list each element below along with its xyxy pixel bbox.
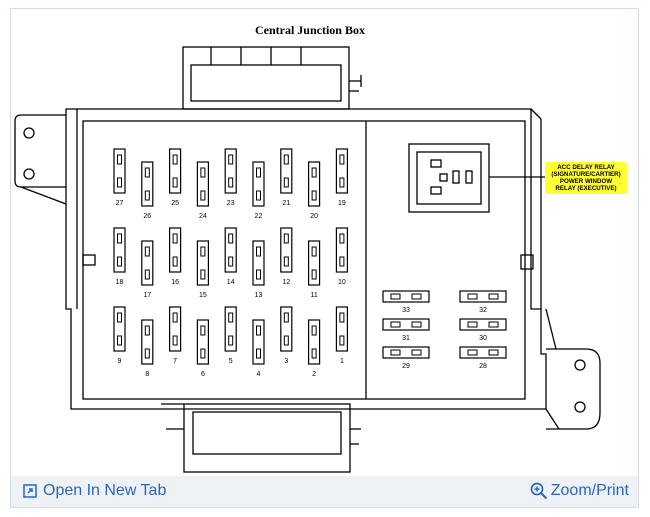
fuse-label: 20 bbox=[310, 213, 318, 220]
zoom-print-label: Zoom/Print bbox=[550, 482, 629, 499]
maxi-fuse-label: 32 bbox=[479, 307, 487, 314]
central-junction-box-diagram: 2726252423222120191817161514131211109876… bbox=[14, 23, 627, 473]
fuse-17: 17 bbox=[141, 240, 154, 299]
fuse-label: 19 bbox=[338, 200, 346, 207]
open-in-new-tab-icon bbox=[23, 484, 37, 498]
fuse-label: 16 bbox=[171, 279, 179, 286]
fuse-3: 3 bbox=[280, 306, 293, 365]
fuse-label: 24 bbox=[199, 213, 207, 220]
fuse-label: 14 bbox=[227, 279, 235, 286]
maxi-fuse-label: 28 bbox=[479, 363, 487, 370]
relay-callout-line-2: (SIGNATURE/CARTIER) bbox=[551, 171, 620, 178]
fuse-15: 15 bbox=[196, 240, 209, 299]
maxi-fuse-33: 33 bbox=[382, 290, 430, 314]
maxi-fuse-29: 29 bbox=[382, 346, 430, 370]
image-toolbar: Open In New Tab Zoom/Print bbox=[11, 476, 638, 507]
fuse-label: 6 bbox=[201, 371, 205, 378]
fuse-22: 22 bbox=[252, 161, 265, 220]
fuse-label: 21 bbox=[282, 200, 290, 207]
image-frame bbox=[10, 8, 639, 508]
relay-callout-highlight bbox=[545, 162, 627, 194]
magnifier-plus-icon bbox=[530, 482, 548, 500]
fuse-label: 17 bbox=[143, 292, 151, 299]
fuse-label: 1 bbox=[340, 358, 344, 365]
fuse-label: 12 bbox=[282, 279, 290, 286]
fuse-9: 9 bbox=[113, 306, 126, 365]
fuse-label: 13 bbox=[255, 292, 263, 299]
fuse-18: 18 bbox=[113, 227, 126, 286]
fuse-1: 1 bbox=[335, 306, 348, 365]
open-in-new-tab-link[interactable]: Open In New Tab bbox=[23, 480, 166, 502]
fuse-label: 26 bbox=[143, 213, 151, 220]
fuse-10: 10 bbox=[335, 227, 348, 286]
fuse-14: 14 bbox=[224, 227, 237, 286]
fuse-24: 24 bbox=[196, 161, 209, 220]
fuse-label: 4 bbox=[257, 371, 261, 378]
fuse-label: 10 bbox=[338, 279, 346, 286]
fuse-label: 11 bbox=[310, 292, 317, 299]
fuse-6: 6 bbox=[196, 319, 209, 378]
fuse-16: 16 bbox=[169, 227, 182, 286]
zoom-print-link[interactable]: Zoom/Print bbox=[530, 480, 629, 502]
fuse-19: 19 bbox=[335, 148, 348, 207]
maxi-fuse-28: 28 bbox=[459, 346, 507, 370]
fuse-label: 27 bbox=[116, 200, 124, 207]
maxi-fuse-label: 31 bbox=[402, 335, 410, 342]
fuse-label: 5 bbox=[229, 358, 233, 365]
fuse-label: 7 bbox=[173, 358, 177, 365]
fuse-label: 9 bbox=[118, 358, 122, 365]
fuse-4: 4 bbox=[252, 319, 265, 378]
fuse-7: 7 bbox=[169, 306, 182, 365]
open-in-new-tab-label: Open In New Tab bbox=[43, 482, 167, 499]
fuse-27: 27 bbox=[113, 148, 126, 207]
maxi-fuse-label: 33 bbox=[402, 307, 410, 314]
fuse-label: 2 bbox=[312, 371, 316, 378]
fuse-label: 18 bbox=[116, 279, 124, 286]
relay-callout-line-1: ACC DELAY RELAY bbox=[557, 164, 615, 171]
maxi-fuse-31: 31 bbox=[382, 318, 430, 342]
fuse-21: 21 bbox=[280, 148, 293, 207]
fuse-label: 8 bbox=[145, 371, 149, 378]
fuse-label: 22 bbox=[255, 213, 263, 220]
maxi-fuse-label: 30 bbox=[479, 335, 487, 342]
maxi-fuse-label: 29 bbox=[402, 363, 410, 370]
fuse-20: 20 bbox=[308, 161, 321, 220]
maxi-fuse-30: 30 bbox=[459, 318, 507, 342]
fuse-label: 15 bbox=[199, 292, 207, 299]
fuse-label: 3 bbox=[284, 358, 288, 365]
fuse-26: 26 bbox=[141, 161, 154, 220]
relay-callout-line-3: POWER WINDOW bbox=[560, 178, 612, 185]
fuse-label: 23 bbox=[227, 200, 235, 207]
fuse-5: 5 bbox=[224, 306, 237, 365]
maxi-fuse-32: 32 bbox=[459, 290, 507, 314]
fuse-25: 25 bbox=[169, 148, 182, 207]
fuse-13: 13 bbox=[252, 240, 265, 299]
fuse-label: 25 bbox=[171, 200, 179, 207]
relay-callout-line-4: RELAY (EXECUTIVE) bbox=[555, 185, 616, 192]
diagram-title: Central Junction Box bbox=[255, 23, 365, 37]
fuse-11: 11 bbox=[308, 240, 321, 299]
fuse-23: 23 bbox=[224, 148, 237, 207]
fuse-2: 2 bbox=[308, 319, 321, 378]
fuse-8: 8 bbox=[141, 319, 154, 378]
fuse-12: 12 bbox=[280, 227, 293, 286]
